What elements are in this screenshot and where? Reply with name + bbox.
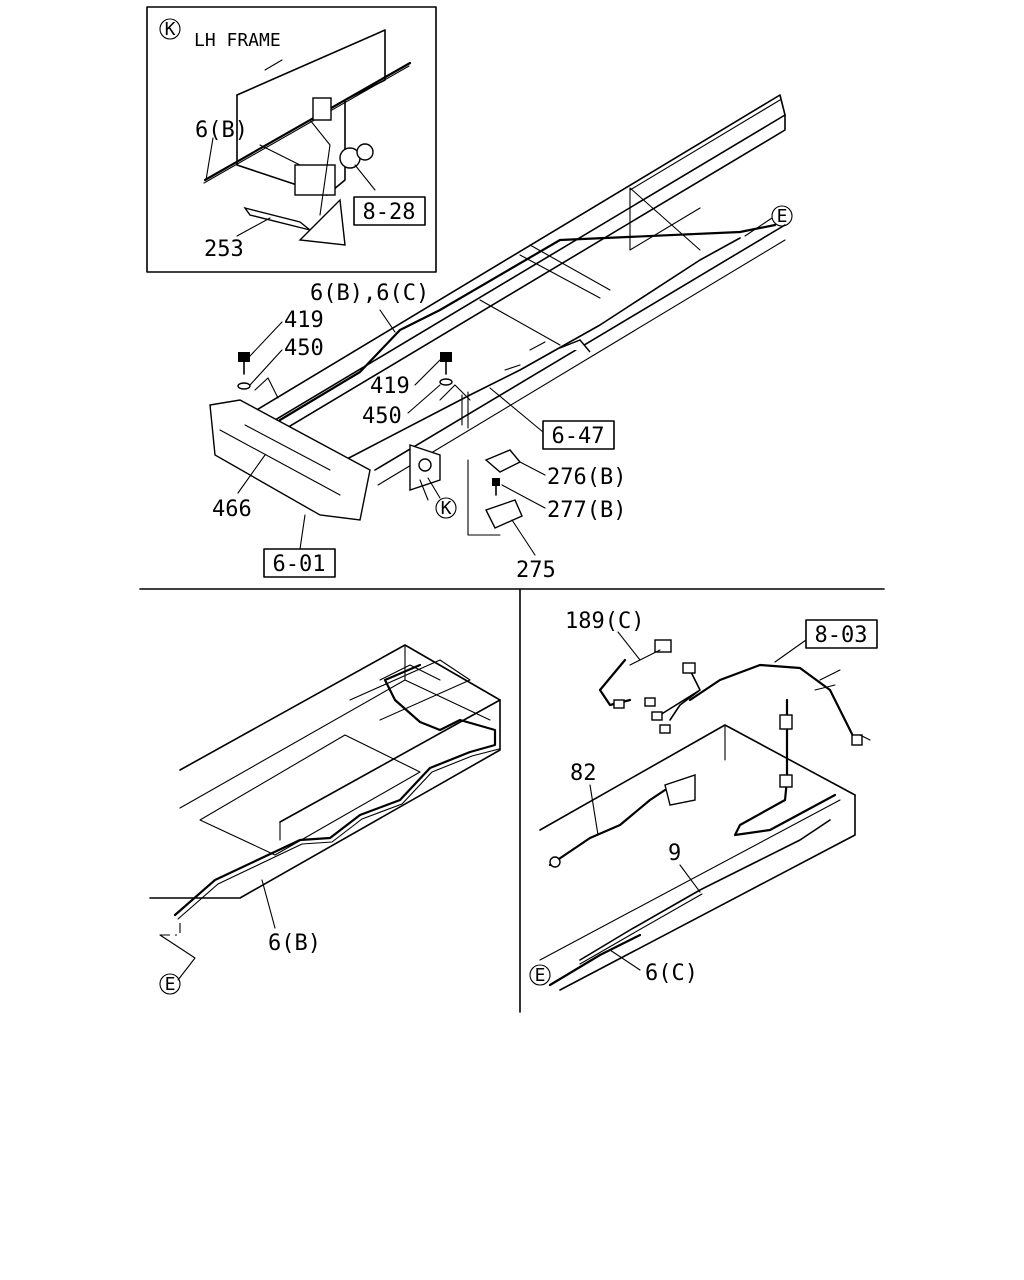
inset-pipe xyxy=(203,61,412,182)
inset-k: K LH FRAME 6(B) 253 8-28 xyxy=(146,6,437,273)
label-450-a: 450 xyxy=(284,336,324,361)
washer-450-b xyxy=(439,378,453,386)
frame-lower-edge-r xyxy=(559,794,856,991)
top-panel: K LH FRAME 6(B) 253 8-28 xyxy=(146,6,793,583)
ref-e-top: E xyxy=(777,206,788,227)
frame-rail-left xyxy=(239,94,786,436)
ref-6-01: 6-01 xyxy=(273,552,326,577)
ref-k-main: K xyxy=(441,498,452,519)
pipe-9 xyxy=(579,819,831,961)
label-276b: 276(B) xyxy=(547,465,626,490)
inset-frame xyxy=(146,6,437,273)
bottom-left-panel: 6(B) E xyxy=(149,644,501,995)
screw-277b xyxy=(492,478,500,486)
pipe-6b xyxy=(173,663,497,917)
label-6c-bottom: 6(C) xyxy=(645,961,698,986)
inset-label-253: 253 xyxy=(204,237,244,262)
cover-276b xyxy=(484,449,522,473)
harness-8-03 xyxy=(688,663,857,742)
ref-e-bl-circle xyxy=(159,973,181,995)
pipe-6c xyxy=(548,933,642,987)
ref-box-6-47 xyxy=(542,420,615,450)
ref-e-bottom-left: E xyxy=(165,974,176,995)
ref-k-circle xyxy=(435,497,457,519)
label-189c: 189(C) xyxy=(565,609,644,634)
connector-253 xyxy=(243,206,311,231)
ref-8-03: 8-03 xyxy=(815,623,868,648)
ref-box-8-03 xyxy=(805,619,878,649)
ref-e-br-circle xyxy=(529,964,551,986)
cross-member-rear xyxy=(629,187,701,251)
pipe-6b-6c xyxy=(278,223,777,422)
ref-6-47: 6-47 xyxy=(552,424,605,449)
ref-8-28: 8-28 xyxy=(363,200,416,225)
bracket-275 xyxy=(485,499,523,529)
lh-frame-label: LH FRAME xyxy=(194,30,281,51)
label-6b-bottom: 6(B) xyxy=(268,931,321,956)
inset-k-marker-circle xyxy=(159,18,181,40)
label-450-b: 450 xyxy=(362,404,402,429)
bottom-right-panel: 189(C) 8-03 82 9 6(C) E xyxy=(529,609,878,991)
lh-frame-rail xyxy=(236,29,386,196)
ref-box-8-28 xyxy=(353,196,426,226)
washer-450-a xyxy=(237,382,251,390)
chassis-frame xyxy=(209,94,786,536)
bolt-419-b xyxy=(440,352,452,362)
label-82: 82 xyxy=(570,761,597,786)
label-277b: 277(B) xyxy=(547,498,626,523)
label-419-a: 419 xyxy=(284,308,324,333)
inset-label-6b: 6(B) xyxy=(195,118,248,143)
cross-member-mid xyxy=(519,244,611,299)
label-9: 9 xyxy=(668,841,681,866)
inset-k-marker: K xyxy=(165,19,176,40)
harness-82 xyxy=(548,788,667,867)
bolt-419-a xyxy=(238,352,250,362)
frame-well xyxy=(199,734,421,856)
label-6b-6c: 6(B),6(C) xyxy=(310,281,429,306)
label-466: 466 xyxy=(212,497,252,522)
ref-e-bottom-right: E xyxy=(535,965,546,986)
harness-189c xyxy=(598,658,632,707)
label-275: 275 xyxy=(516,558,556,583)
frame-upper-edge xyxy=(179,644,501,823)
label-419-b: 419 xyxy=(370,374,410,399)
ref-e-circle xyxy=(771,205,793,227)
valve-body xyxy=(294,164,336,196)
